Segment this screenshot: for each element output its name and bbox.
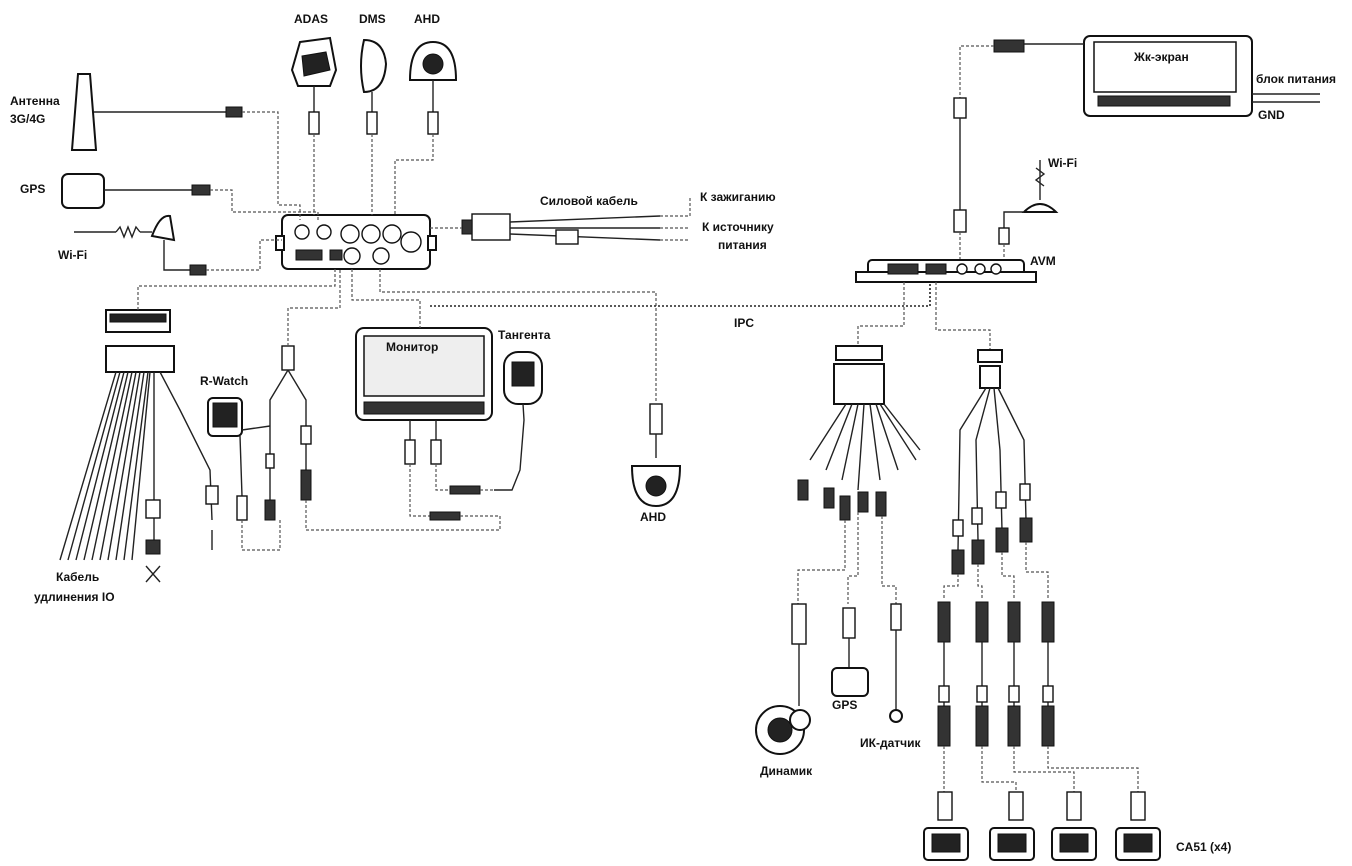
- label-ipc: IPC: [734, 316, 755, 330]
- label-dms: DMS: [359, 12, 386, 26]
- adas-camera-icon: [290, 36, 338, 135]
- avm-unit-icon: [855, 259, 1037, 283]
- ca51-cameras-icon: [923, 791, 1161, 861]
- label-ahd-bottom: AHD: [640, 510, 666, 524]
- lcd-screen-icon: [993, 35, 1320, 117]
- label-to-power-line1: К источнику: [702, 220, 774, 234]
- io-extension-cable-icon: [59, 309, 219, 583]
- ir-sensor-icon: [889, 603, 903, 723]
- gps-right-icon: [831, 607, 869, 697]
- ahd-bottom-camera-icon: [630, 403, 682, 508]
- avm-harness-right-icon: [951, 349, 1033, 575]
- label-speaker: Динамик: [760, 764, 813, 778]
- dms-camera-icon: [360, 38, 388, 135]
- camera-extension-cables-icon: [937, 601, 1055, 747]
- label-avm: AVM: [1030, 254, 1056, 268]
- label-to-ignition: К зажиганию: [700, 190, 776, 204]
- avm-cable-icon: [953, 97, 967, 233]
- label-lcd: Жк-экран: [1134, 50, 1189, 64]
- wifi-left-antenna-icon: [74, 214, 207, 276]
- label-gps-right: GPS: [832, 698, 858, 712]
- tangenta-icon: [494, 351, 543, 491]
- avm-harness-left-icon: [797, 345, 921, 521]
- label-tangenta: Тангента: [498, 328, 551, 342]
- dvr-unit: [275, 214, 437, 270]
- label-io-cable-line1: Кабель: [56, 570, 100, 584]
- label-wifi-left: Wi-Fi: [58, 248, 88, 262]
- label-gps-left: GPS: [20, 182, 46, 196]
- wifi-right-antenna-icon: [998, 160, 1059, 245]
- ipc-bus-line: [430, 278, 931, 307]
- label-r-watch: R-Watch: [200, 374, 249, 388]
- label-power-unit: блок питания: [1256, 72, 1337, 86]
- label-ca51: CA51 (x4): [1176, 840, 1232, 854]
- label-io-cable-line2: удлинения IO: [34, 590, 115, 604]
- label-gnd: GND: [1258, 108, 1285, 122]
- ahd-top-camera-icon: [408, 40, 458, 135]
- label-monitor: Монитор: [386, 340, 439, 354]
- label-ir-sensor: ИК-датчик: [860, 736, 921, 750]
- splitter-cable-icon: [264, 345, 312, 521]
- label-wifi-right: Wi-Fi: [1048, 156, 1078, 170]
- gps-left-icon: [61, 173, 211, 209]
- label-power-cable: Силовой кабель: [540, 194, 638, 208]
- antenna-3g4g-icon: [70, 73, 243, 151]
- label-ahd-top: AHD: [414, 12, 440, 26]
- speaker-icon: [755, 603, 811, 755]
- monitor-icon: [355, 327, 500, 521]
- label-antenna-line2: 3G/4G: [10, 112, 46, 126]
- label-to-power-line2: питания: [718, 238, 767, 252]
- label-adas: ADAS: [294, 12, 329, 26]
- power-cable-icon: [461, 198, 691, 245]
- label-antenna-line1: Антенна: [10, 94, 60, 108]
